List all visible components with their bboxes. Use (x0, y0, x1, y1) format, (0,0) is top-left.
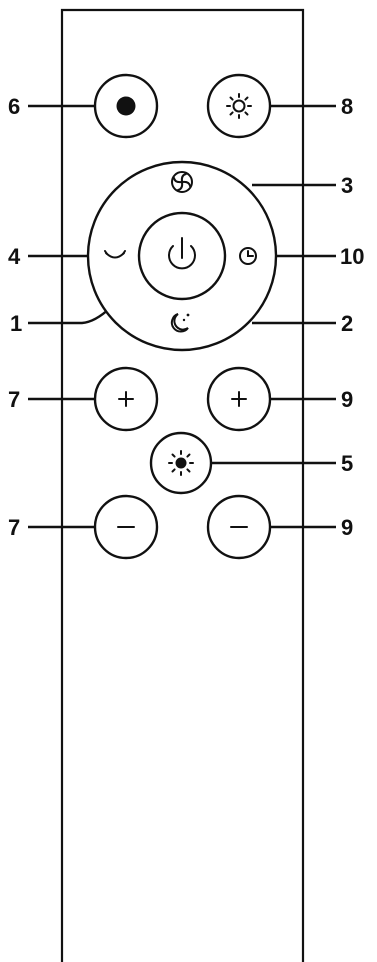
callout-2: 2 (341, 311, 353, 336)
left-plus-button[interactable] (93, 366, 159, 432)
right-plus-button[interactable] (206, 366, 272, 432)
timer-button[interactable] (236, 244, 260, 268)
callout-7-bottom: 7 (8, 515, 20, 540)
timer-clock-icon (239, 247, 257, 265)
callout-10: 10 (340, 244, 364, 269)
brightness-button[interactable] (149, 431, 213, 495)
power-icon (168, 237, 196, 270)
fan-button[interactable] (168, 168, 196, 196)
callout-1: 1 (10, 311, 22, 336)
callout-9-bottom: 9 (341, 515, 353, 540)
remote-body-outline (60, 8, 305, 962)
left-minus-button[interactable] (93, 494, 159, 560)
callout-7-top: 7 (8, 387, 20, 412)
night-mode-button[interactable] (166, 309, 194, 337)
sun-filled-icon (168, 450, 194, 476)
callout-5: 5 (341, 451, 353, 476)
fan-icon (171, 171, 193, 193)
callout-3: 3 (341, 173, 353, 198)
record-dot-icon (116, 96, 136, 116)
callout-9-top: 9 (341, 387, 353, 412)
plus-icon (231, 391, 247, 407)
callout-8: 8 (341, 94, 353, 119)
callout-4: 4 (8, 244, 21, 269)
sun-outline-icon (226, 93, 252, 119)
right-minus-button[interactable] (206, 494, 272, 560)
record-button[interactable] (93, 73, 159, 139)
power-button[interactable] (137, 211, 227, 301)
leader-lines (28, 104, 336, 529)
plus-icon (118, 391, 134, 407)
swing-button[interactable] (101, 244, 129, 264)
callout-6: 6 (8, 94, 20, 119)
night-moon-icon (170, 313, 190, 333)
light-button[interactable] (206, 73, 272, 139)
